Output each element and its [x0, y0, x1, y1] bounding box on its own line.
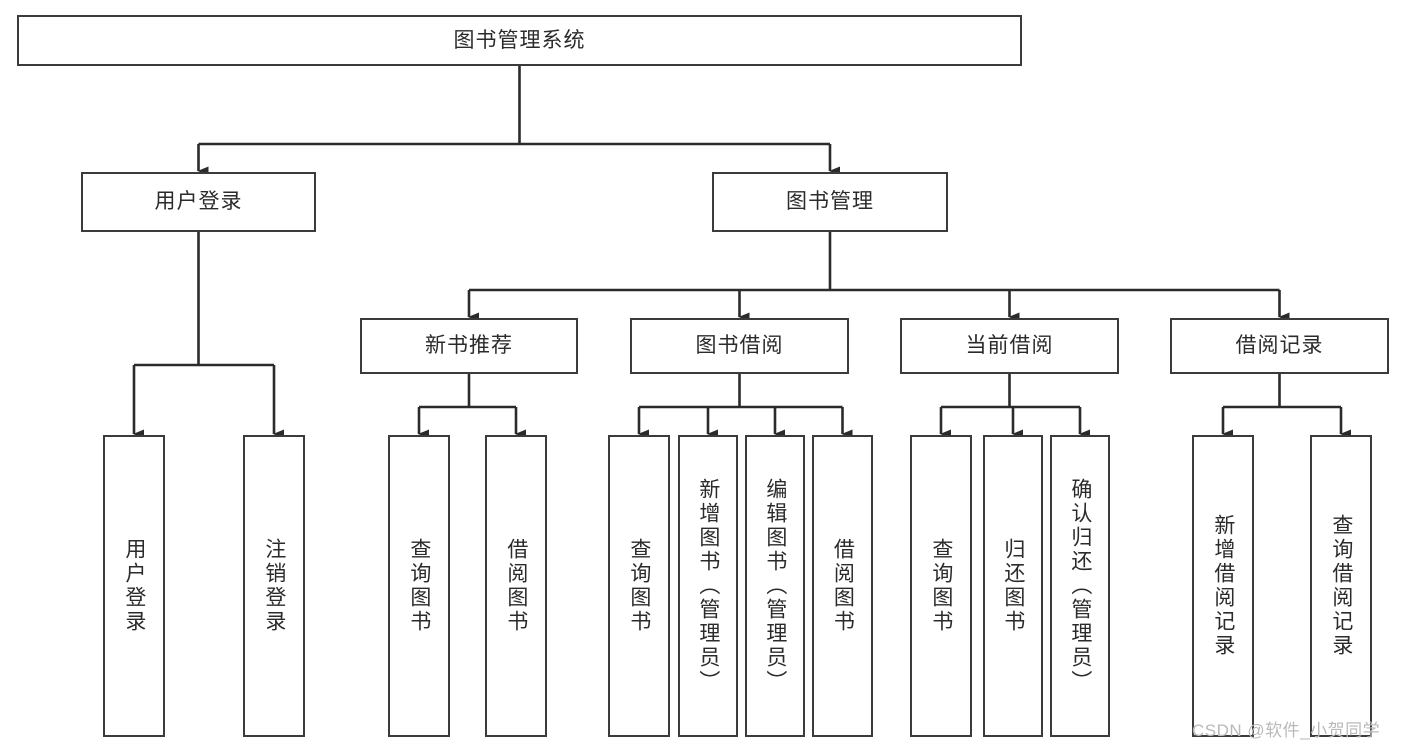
node-leaf-confirm-return-admin[interactable]: 确认归还（管理员）	[1050, 435, 1110, 737]
node-leaf-add-borrow-record[interactable]: 新增借阅记录	[1192, 435, 1254, 737]
node-leaf-edit-book-admin[interactable]: 编辑图书（管理员）	[745, 435, 805, 737]
node-label: 查询借阅记录	[1329, 514, 1353, 658]
node-label: 借阅图书	[831, 538, 855, 634]
node-leaf-query-book-2[interactable]: 查询图书	[608, 435, 670, 737]
node-new-book-recommend[interactable]: 新书推荐	[360, 318, 578, 374]
node-root-system[interactable]: 图书管理系统	[17, 15, 1022, 66]
node-leaf-add-book-admin[interactable]: 新增图书（管理员）	[678, 435, 738, 737]
node-leaf-logout[interactable]: 注销登录	[243, 435, 305, 737]
node-label: 查询图书	[627, 538, 651, 634]
node-current-borrow[interactable]: 当前借阅	[900, 318, 1119, 374]
node-book-borrow[interactable]: 图书借阅	[630, 318, 849, 374]
node-leaf-query-book-1[interactable]: 查询图书	[388, 435, 450, 737]
node-label: 查询图书	[407, 538, 431, 634]
node-label: 借阅图书	[504, 538, 528, 634]
node-label: 新书推荐	[425, 334, 513, 358]
node-label: 图书管理	[786, 190, 874, 214]
node-label: 注销登录	[262, 538, 286, 634]
node-label: 归还图书	[1001, 538, 1025, 634]
node-label: 编辑图书（管理员）	[763, 478, 787, 694]
node-label: 图书借阅	[695, 334, 784, 358]
node-label: 图书管理系统	[453, 28, 586, 52]
node-label: 用户登录	[122, 538, 146, 634]
node-label: 当前借阅	[965, 334, 1054, 358]
node-label: 确认归还（管理员）	[1068, 478, 1092, 694]
node-label: 用户登录	[154, 190, 243, 214]
node-borrow-record[interactable]: 借阅记录	[1170, 318, 1389, 374]
node-book-management[interactable]: 图书管理	[712, 172, 948, 232]
node-user-login[interactable]: 用户登录	[81, 172, 316, 232]
node-leaf-user-login[interactable]: 用户登录	[103, 435, 165, 737]
node-leaf-borrow-book-2[interactable]: 借阅图书	[812, 435, 873, 737]
edge-path-group	[132, 66, 1351, 439]
node-label: 新增借阅记录	[1211, 514, 1235, 658]
node-leaf-query-book-3[interactable]: 查询图书	[910, 435, 972, 737]
node-label: 查询图书	[929, 538, 953, 634]
node-label: 新增图书（管理员）	[696, 478, 720, 694]
node-leaf-query-borrow-record[interactable]: 查询借阅记录	[1310, 435, 1372, 737]
node-leaf-borrow-book-1[interactable]: 借阅图书	[485, 435, 547, 737]
node-leaf-return-book[interactable]: 归还图书	[983, 435, 1043, 737]
node-label: 借阅记录	[1235, 334, 1324, 358]
